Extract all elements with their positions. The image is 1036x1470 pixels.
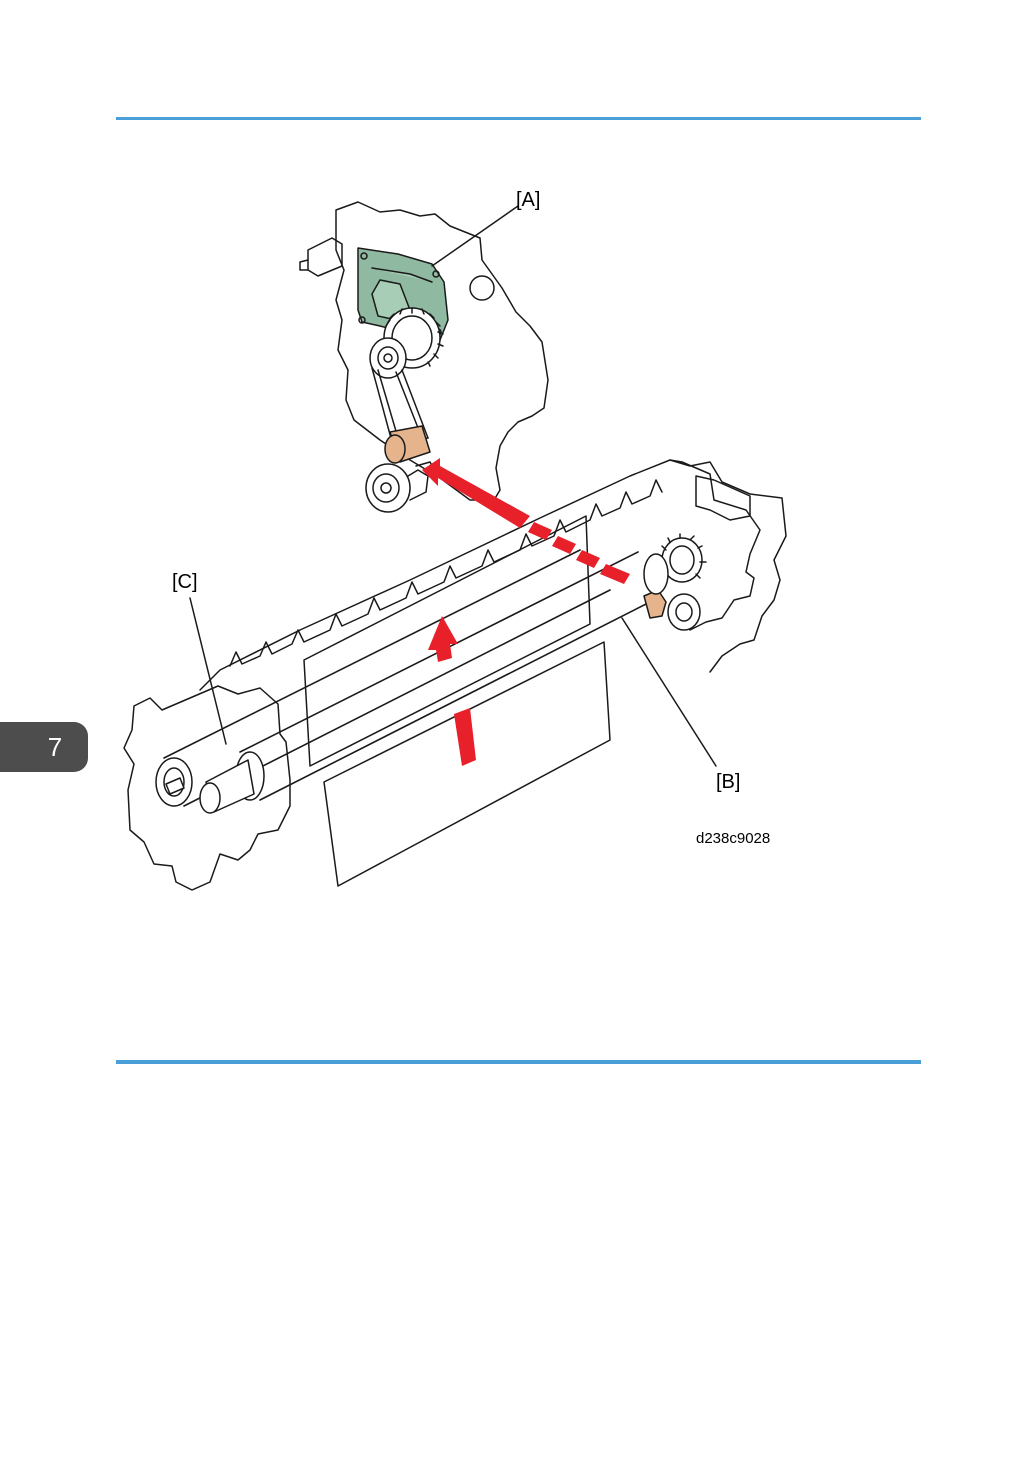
drive-pulley — [370, 338, 406, 378]
leader-line-b — [622, 618, 716, 766]
leader-line-c — [190, 598, 226, 744]
leader-line-a — [432, 206, 518, 266]
chapter-tab: 7 — [0, 722, 88, 772]
idler-gear — [668, 594, 700, 630]
frame-plate — [336, 202, 548, 500]
frame-stud — [308, 238, 342, 276]
section-rule — [116, 1060, 921, 1064]
callout-a: [A] — [516, 189, 540, 211]
figure-code: d238c9028 — [696, 830, 770, 847]
fusing-unit-illustration: [A] [C] [B] d238c9028 — [110, 170, 810, 910]
chapter-number: 7 — [48, 732, 62, 762]
frame-hole — [470, 276, 494, 300]
callout-b: [B] — [716, 771, 740, 793]
header-rule — [116, 117, 921, 120]
callout-c: [C] — [172, 571, 198, 593]
drive-path-arrow — [422, 458, 530, 528]
fusing-drive-figure: [A] [C] [B] d238c9028 — [110, 170, 810, 910]
